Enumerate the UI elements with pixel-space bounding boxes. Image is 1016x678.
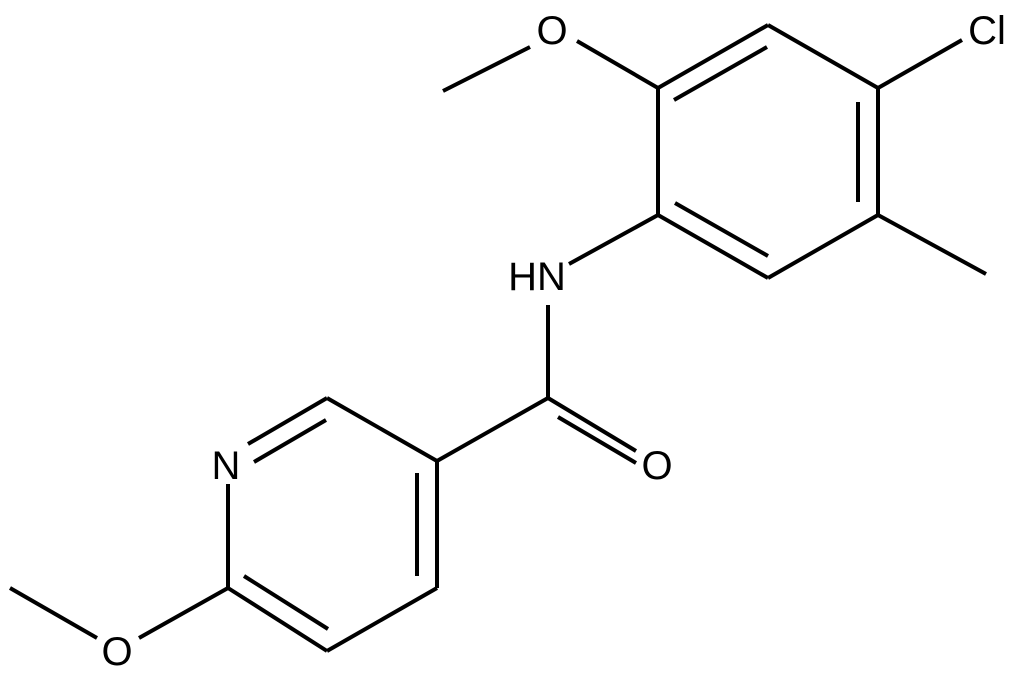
bond: [556, 415, 638, 465]
bond: [252, 418, 328, 464]
bond: [242, 574, 330, 631]
bond: [575, 39, 660, 90]
bond: [246, 396, 329, 446]
phenyl-ring: [656, 23, 880, 280]
bond: [442, 45, 531, 93]
bond: [9, 586, 98, 640]
bond: [767, 23, 879, 90]
bond: [568, 213, 659, 266]
bond: [138, 586, 229, 640]
bond: [674, 201, 769, 258]
bond: [657, 213, 769, 280]
bond: [877, 38, 963, 90]
chlorine-label: Cl: [968, 9, 1006, 53]
bond: [326, 396, 438, 463]
bond: [673, 45, 768, 102]
bond: [657, 23, 769, 90]
methoxy-oxygen-label: O: [101, 630, 132, 674]
oxygen-label: O: [536, 9, 567, 53]
pyridine-nitrogen-label: N: [212, 444, 241, 488]
carbonyl-oxygen-label: O: [641, 444, 672, 488]
bond: [326, 586, 438, 653]
bond: [436, 396, 549, 463]
bond: [877, 213, 987, 276]
bond: [546, 396, 638, 453]
bond: [226, 586, 329, 653]
amine-label: HN: [508, 255, 566, 299]
bond: [767, 213, 879, 280]
pyridine-ring: [226, 396, 439, 653]
